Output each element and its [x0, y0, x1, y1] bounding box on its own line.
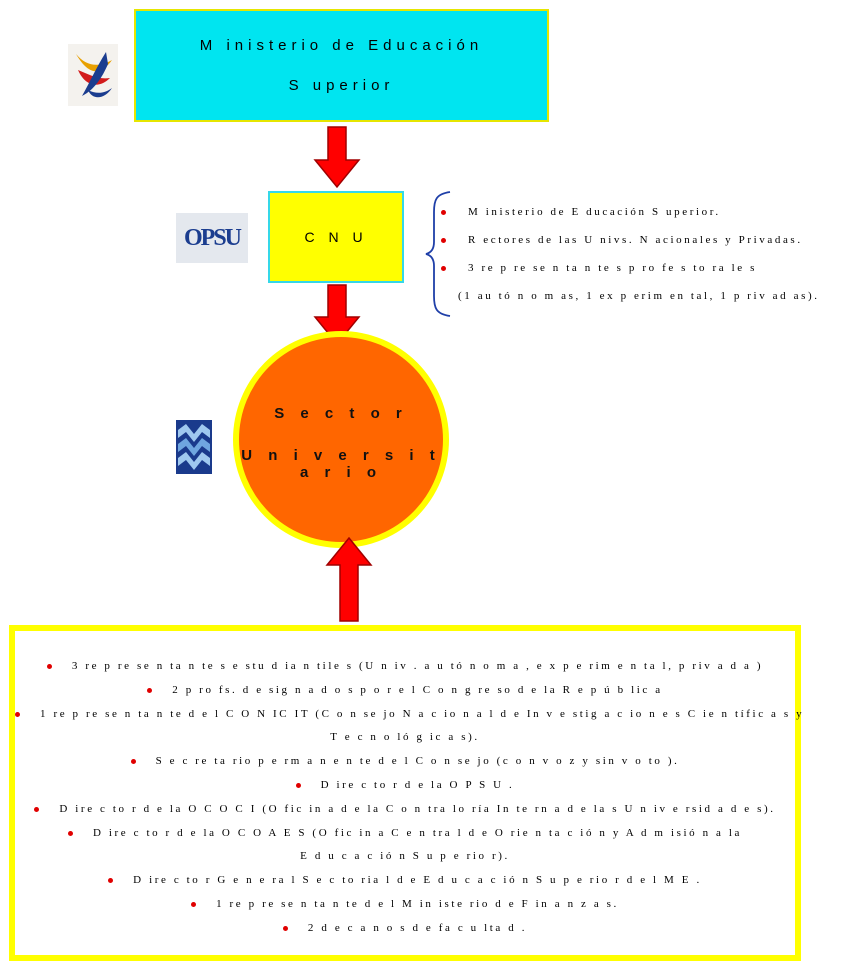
bullet-icon [108, 878, 114, 884]
participants-list: 3 re p re se n ta n te s e stu d ia n ti… [15, 655, 802, 941]
participant-item: 1 re p re se n ta n te d e l M in iste r… [15, 893, 795, 917]
participant-item: E d u c a c ió n S u p e rio r). [15, 845, 795, 869]
bullet-icon [67, 830, 73, 836]
participant-item: 2 d e c a n o s d e fa c u lta d . [15, 917, 795, 941]
participant-item: 2 p ro fs. d e sig n a d o s p o r e l C… [15, 679, 795, 703]
cnu-members-list: M inisterio de E ducación S uperior. R e… [436, 198, 863, 310]
sector-universitario-circle: S e c t o r U n i v e r s i t a r i o [233, 331, 449, 548]
participant-text: D ire c to r d e la O P S U . [320, 778, 515, 791]
cnu-box: C N U [268, 191, 404, 283]
bullet-icon [441, 210, 446, 215]
participant-text: 2 p ro fs. d e sig n a d o s p o r e l C… [172, 683, 663, 696]
participant-text: T e c n o ló g ic a s). [330, 731, 480, 744]
opsu-logo-text: OPSU [183, 224, 242, 251]
bullet-icon [15, 711, 20, 717]
participant-text: 1 re p re se n ta n te d e l M in iste r… [216, 897, 619, 910]
participant-item: D ire c to r d e la O P S U . [15, 774, 795, 798]
bullet-icon [34, 806, 40, 812]
participant-text: D ire c to r G e n e ra l S e c to ria l… [133, 874, 702, 887]
participant-text: S e c re ta rio p e rm a n e n te d e l … [155, 755, 680, 768]
bullet-icon [441, 238, 446, 243]
participant-item: 3 re p re se n ta n te s e stu d ia n ti… [15, 655, 795, 679]
cnu-label: C N U [304, 229, 368, 245]
sector-title-line-1: S e c t o r [274, 405, 408, 422]
participant-item: 1 re p re se n ta n te d e l C O N IC IT… [15, 703, 802, 727]
participants-box: 3 re p re se n ta n te s e stu d ia n ti… [9, 625, 802, 961]
cnu-member-item: R ectores de las U nivs. N acionales y P… [436, 226, 863, 254]
ministry-box: M inisterio de Educación S uperior [134, 9, 549, 122]
arrow-participants-to-sector [325, 537, 373, 622]
cnu-members-note: (1 au tó n o m as, 1 ex p erim en tal, 1… [458, 290, 820, 302]
arrow-cnu-to-sector [313, 284, 361, 346]
participant-text: D ire c to r d e la O C O A E S (O fic i… [92, 826, 743, 839]
participant-item: T e c n o ló g ic a s). [15, 726, 795, 750]
ministry-logo-icon [68, 44, 118, 106]
bullet-icon [130, 759, 136, 765]
ministry-title-line-1: M inisterio de Educación [199, 37, 484, 54]
ministry-title-line-2: S uperior [288, 77, 395, 94]
participant-item: D ire c to r d e la O C O C I (O fic in … [15, 798, 795, 822]
participant-item: D ire c to r G e n e ra l S e c to ria l… [15, 869, 795, 893]
cnu-member-item: 3 re p re se n ta n te s p ro fe s to ra… [436, 254, 863, 282]
participant-text: 3 re p re se n ta n te s e stu d ia n ti… [71, 660, 764, 672]
bullet-icon [441, 266, 446, 271]
bullet-icon [147, 687, 153, 693]
bullet-icon [295, 782, 301, 788]
participant-text: 2 d e c a n o s d e fa c u lta d . [307, 921, 528, 934]
opsu-logo-icon: OPSU [176, 213, 248, 263]
participant-text: E d u c a c ió n S u p e rio r). [300, 850, 510, 863]
bullet-icon [46, 663, 52, 669]
bullet-icon [282, 925, 288, 931]
sector-title-line-2: U n i v e r s i t a r i o [241, 447, 441, 481]
bullet-icon [191, 901, 197, 907]
university-sector-logo-icon [176, 420, 212, 474]
arrow-ministry-to-cnu [313, 126, 361, 189]
cnu-member-item: M inisterio de E ducación S uperior. [436, 198, 863, 226]
participant-item: D ire c to r d e la O C O A E S (O fic i… [15, 822, 795, 846]
participant-text: 1 re p re se n ta n te d e l C O N IC IT… [40, 707, 805, 720]
participant-item: S e c re ta rio p e rm a n e n te d e l … [15, 750, 795, 774]
brace-icon [425, 191, 451, 317]
participant-text: D ire c to r d e la O C O C I (O fic in … [59, 802, 776, 815]
